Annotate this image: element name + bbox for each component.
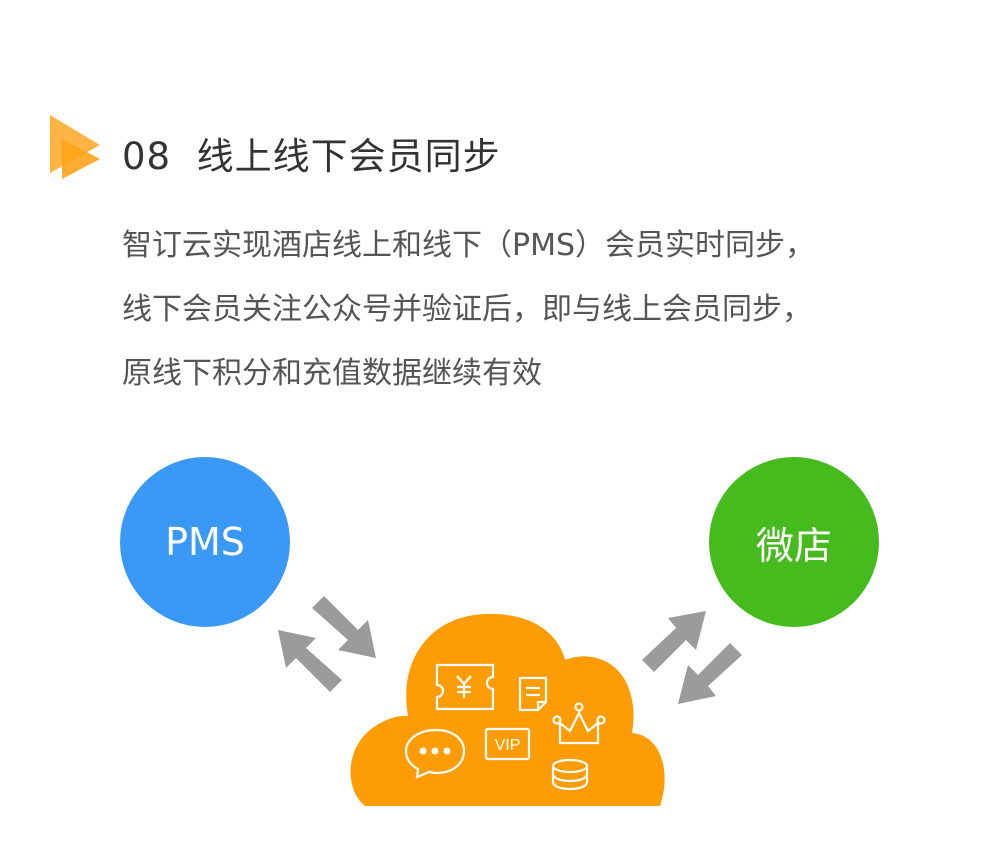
weidian-node: 微店: [709, 457, 879, 627]
section-title: 08 线上线下会员同步: [122, 135, 501, 178]
cloud-icon: [350, 613, 665, 806]
pms-node: PMS: [120, 457, 290, 627]
play-logo-icon: [50, 115, 100, 179]
vip-text: VIP: [495, 737, 521, 754]
chat-bubble-icon: [404, 728, 466, 779]
vip-badge-icon: [484, 727, 531, 761]
coupon-yen-icon: [435, 663, 495, 711]
document-icon: [518, 676, 548, 712]
description-line: 智订云实现酒店线上和线下（PMS）会员实时同步，: [122, 228, 816, 263]
description-line: 线下会员关注公众号并验证后，即与线上会员同步，: [122, 292, 812, 327]
sync-arrows-right-icon: [642, 611, 742, 704]
description: 智订云实现酒店线上和线下（PMS）会员实时同步， 线下会员关注公众号并验证后，即…: [122, 214, 982, 406]
description-line: 原线下积分和充值数据继续有效: [122, 356, 542, 391]
coins-icon: [551, 758, 589, 791]
sync-arrows-left-icon: [278, 596, 376, 692]
crown-icon: [552, 702, 606, 745]
